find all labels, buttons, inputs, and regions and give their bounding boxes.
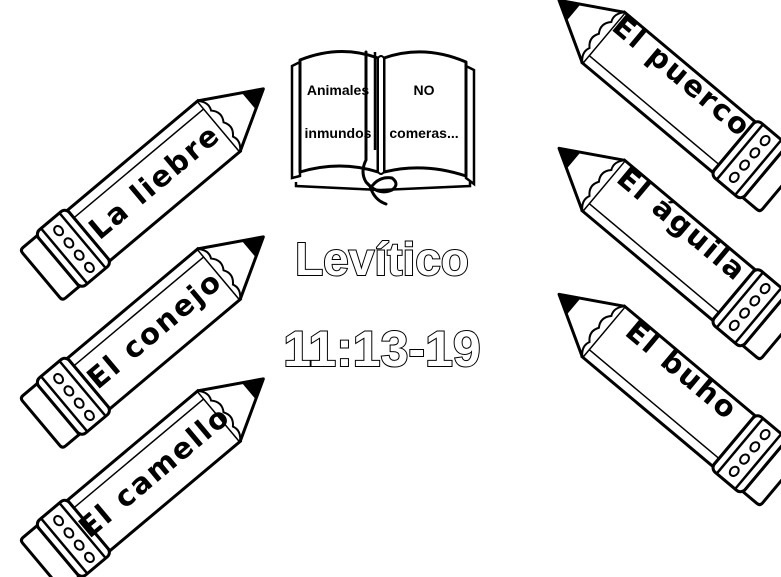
book-title: Levítico (295, 233, 469, 285)
book-text-right-2: comeras... (389, 125, 458, 141)
book-text-right-1: NO (414, 82, 435, 98)
open-book-icon (290, 50, 476, 206)
book-text-left-2: inmundos (305, 125, 372, 141)
book-text-left-1: Animales (307, 82, 369, 98)
verse-reference: 11:13-19 (283, 321, 480, 377)
